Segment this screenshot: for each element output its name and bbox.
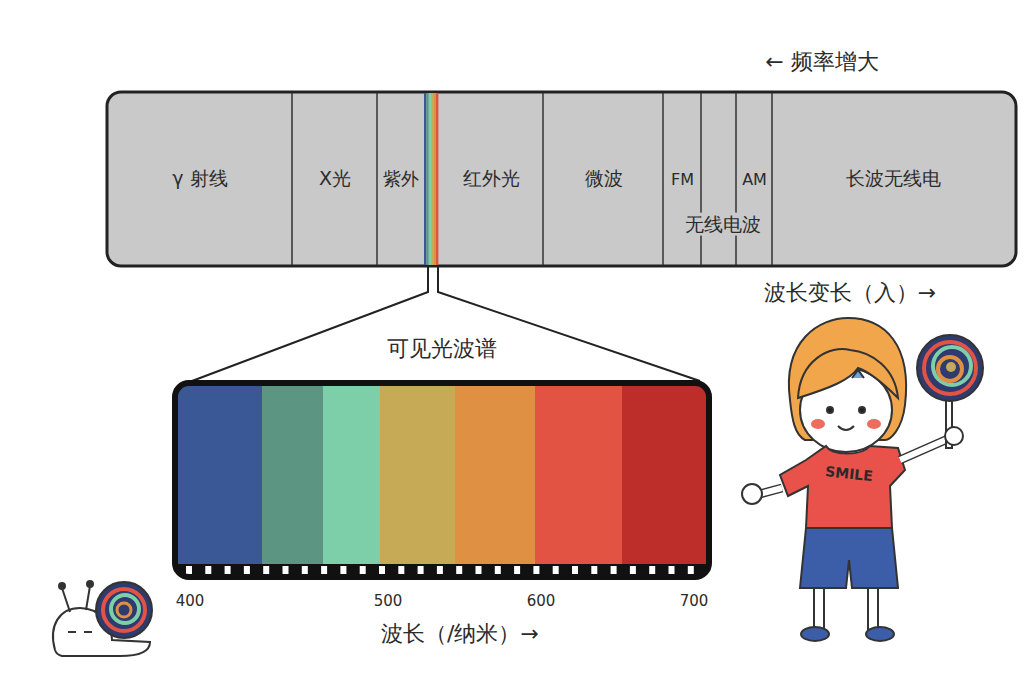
axis-number: 700 [680, 592, 709, 610]
axis-title: 波长（/纳米）→ [381, 621, 539, 647]
band-name: 长波无线电 [846, 166, 941, 192]
visible-colors [175, 383, 709, 577]
band-box: 红外光 [439, 94, 543, 264]
axis-tick [611, 566, 617, 575]
band-box: X光 [293, 94, 377, 264]
axis-tick [244, 566, 250, 575]
axis-tick [225, 566, 231, 575]
band-box: 微波 [544, 94, 663, 264]
axis-tick [553, 566, 559, 575]
axis-tick [360, 566, 366, 575]
band-name: 微波 [585, 166, 623, 192]
axis-tick [688, 566, 694, 575]
direction-note: 波长变长（入）→ [764, 280, 936, 306]
axis-number: 500 [374, 592, 403, 610]
band-name: X光 [319, 166, 351, 192]
zoom-lines [192, 266, 700, 381]
axis-tick [533, 566, 539, 575]
axis-tick [572, 566, 578, 575]
axis-tick [669, 566, 675, 575]
axis-tick [630, 566, 636, 575]
band-box: AM [737, 94, 772, 264]
band-box: FM [664, 94, 701, 264]
axis-tick [591, 566, 597, 575]
axis-tick [205, 566, 211, 575]
axis-tick [418, 566, 424, 575]
axis-tick [514, 566, 520, 575]
band-dividers [292, 93, 772, 265]
band-name: 红外光 [463, 166, 520, 192]
snail [53, 581, 152, 656]
axis-number: 600 [527, 592, 556, 610]
band-box: 紫外 [378, 94, 424, 264]
axis-tick [437, 566, 443, 575]
band-name: AM [742, 170, 767, 189]
band-box: γ 射线 [108, 94, 292, 264]
visible-box-border [175, 383, 709, 577]
axis-tick [186, 566, 192, 575]
box-heading: 可见光波谱 [172, 334, 712, 364]
axis-tick [495, 566, 501, 575]
axis-tick [321, 566, 327, 575]
visible-spectrum-box: 可见光波谱 [172, 380, 712, 580]
axis-tick [302, 566, 308, 575]
band-name: γ 射线 [172, 166, 227, 192]
axis-tick [263, 566, 269, 575]
visible-strip [424, 93, 438, 265]
direction-note: ← 频率增大 [765, 49, 878, 75]
axis-tick [398, 566, 404, 575]
group-label: 无线电波 [682, 213, 764, 236]
axis-tick [379, 566, 385, 575]
band-name: 紫外 [383, 167, 419, 191]
axis-tick [649, 566, 655, 575]
axis-tick [340, 566, 346, 575]
axis-number: 400 [176, 592, 205, 610]
band-name: FM [671, 170, 694, 189]
band-box: 长波无线电 [773, 94, 1014, 264]
spectrum-bar [107, 92, 1016, 266]
lollipop [917, 335, 983, 401]
axis-tick [456, 566, 462, 575]
axis-tick [283, 566, 289, 575]
axis-tick [476, 566, 482, 575]
shirt-text: SMILE [824, 463, 873, 485]
